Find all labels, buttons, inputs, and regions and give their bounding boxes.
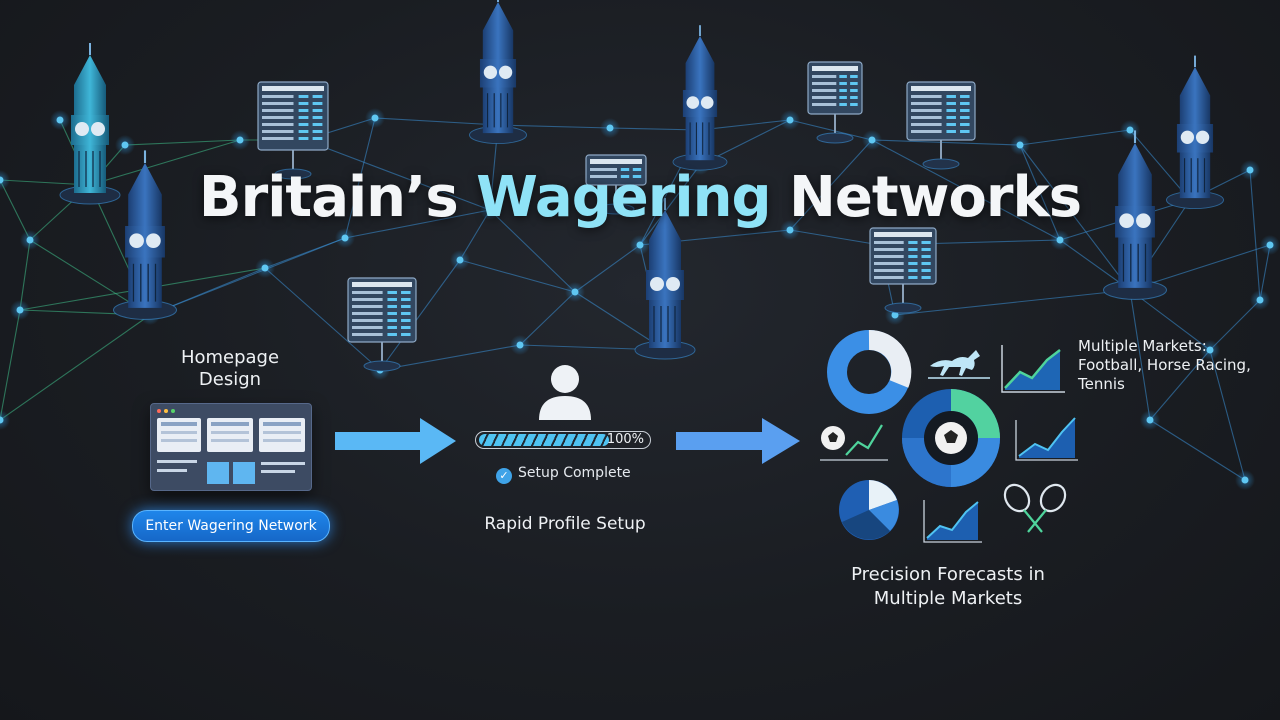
odds-board-icon (257, 81, 329, 180)
title-part-2: Networks (770, 165, 1082, 230)
odds-board-icon (869, 227, 937, 314)
pie-chart-icon (839, 480, 899, 540)
title-highlight: Wagering (476, 165, 771, 230)
odds-board-icon (585, 154, 647, 215)
check-icon: ✓ (496, 468, 512, 484)
center-donut-chart-icon (902, 389, 1000, 487)
rapid-profile-setup-label: Rapid Profile Setup (484, 514, 646, 534)
odds-board-icon (347, 277, 417, 372)
towers (59, 0, 1224, 360)
line-chart-bottom-icon (923, 500, 982, 543)
arrow-1-icon (335, 418, 456, 464)
big-ben-tower-icon (112, 150, 178, 320)
big-ben-tower-icon (59, 43, 121, 205)
multiple-markets-label: Multiple Markets: Football, Horse Racing… (1078, 337, 1251, 393)
setup-complete-status: ✓ Setup Complete (496, 464, 631, 484)
progress-percent: 100% (606, 432, 644, 447)
progress-fill (479, 434, 609, 446)
horse-racing-icon (928, 350, 990, 379)
tennis-rackets-icon (1003, 483, 1067, 533)
network-nodes (0, 108, 1280, 490)
user-avatar-icon (539, 365, 591, 420)
enter-wagering-network-button[interactable]: Enter Wagering Network (132, 510, 330, 542)
arrow-2-icon (676, 418, 800, 464)
line-chart-icon (1001, 345, 1065, 393)
big-ben-tower-icon (469, 0, 527, 145)
title-part-1: Britain’s (198, 165, 477, 230)
page-title: Britain’s Wagering Networks (0, 165, 1280, 230)
setup-progress-bar: 100% (475, 431, 651, 449)
homepage-design-label: Homepage Design (180, 347, 280, 390)
donut-chart-icon (827, 329, 912, 414)
big-ben-tower-icon (1102, 130, 1168, 300)
odds-board-icon (807, 61, 863, 144)
big-ben-tower-icon (1166, 55, 1224, 210)
big-ben-tower-icon (634, 198, 696, 360)
big-ben-tower-icon (672, 25, 728, 171)
homepage-wireframe-icon (157, 409, 305, 484)
odds-boards (257, 61, 976, 372)
precision-forecasts-label: Precision Forecasts in Multiple Markets (851, 564, 1045, 609)
setup-complete-text: Setup Complete (518, 465, 631, 481)
football-line-chart-icon (820, 424, 888, 461)
homepage-mockup (150, 403, 312, 491)
odds-board-icon (906, 81, 976, 170)
line-chart-right-icon (1015, 417, 1078, 461)
